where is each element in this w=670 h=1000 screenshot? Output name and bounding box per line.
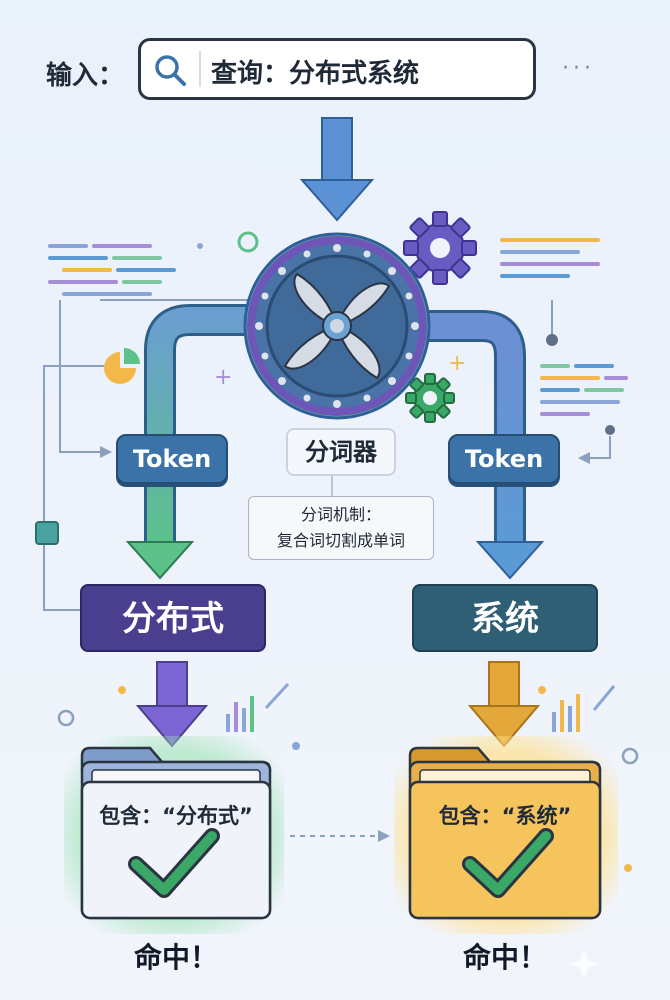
left-arrow-head — [125, 541, 195, 580]
code-lines-right — [500, 238, 628, 416]
right-document-label: 包含：“系统” — [438, 804, 572, 828]
input-arrow — [299, 117, 375, 222]
more-icon[interactable]: ··· — [562, 56, 595, 81]
left-folder-icon — [64, 736, 284, 934]
pie-chart-icon — [104, 348, 140, 384]
gear-icon — [403, 211, 477, 285]
search-input[interactable]: 查询：分布式系统 — [138, 38, 536, 100]
svg-text:+: + — [448, 351, 466, 376]
token-right: Token — [448, 434, 560, 484]
tokenizer-mechanism-note: 分词机制： 复合词切割成单词 — [248, 496, 434, 560]
right-folder-icon — [394, 736, 618, 934]
code-lines-left — [48, 244, 176, 296]
mechanism-line-2: 复合词切割成单词 — [276, 531, 405, 550]
right-arrow-head — [475, 541, 545, 580]
left-folder-arrow — [135, 661, 209, 748]
search-icon — [153, 53, 187, 87]
input-label: 输入： — [46, 61, 125, 91]
right-hit-label: 命中！ — [462, 941, 547, 974]
left-hit-label: 命中！ — [133, 941, 218, 974]
small-gear-icon — [405, 373, 455, 423]
sparkle-icon — [568, 948, 600, 980]
search-divider — [199, 51, 201, 87]
right-pipe — [412, 313, 523, 548]
word-tile-left: 分布式 — [80, 584, 266, 652]
token-left: Token — [116, 434, 228, 484]
tokenizer-label: 分词器 — [286, 428, 396, 476]
left-pipe — [147, 307, 258, 548]
right-folder-arrow — [467, 661, 541, 748]
node-square-icon — [35, 521, 59, 545]
tokenizer-machine-icon — [243, 232, 431, 420]
svg-text:+: + — [214, 365, 232, 390]
search-query: 查询：分布式系统 — [211, 59, 420, 89]
word-tile-right: 系统 — [412, 584, 598, 652]
mechanism-line-1: 分词机制： — [300, 505, 381, 524]
left-document-label: 包含：“分布式” — [99, 804, 253, 828]
